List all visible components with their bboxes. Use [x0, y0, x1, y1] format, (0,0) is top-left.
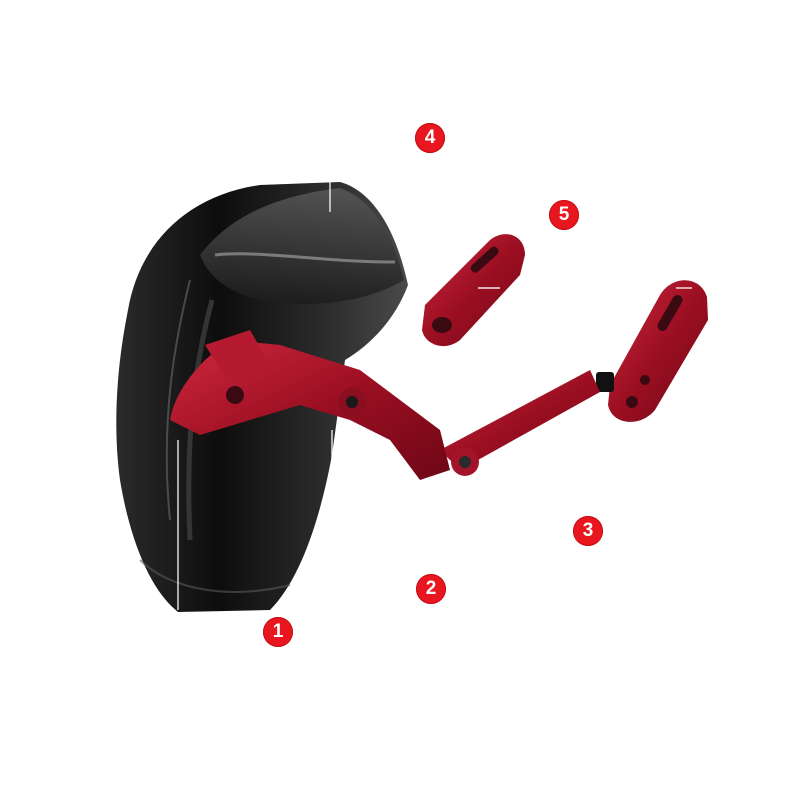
end-plate-part — [596, 280, 708, 422]
callout-4: 4 — [415, 123, 445, 153]
callout-1: 1 — [263, 617, 293, 647]
callout-5: 5 — [549, 200, 579, 230]
leader-lines — [177, 182, 692, 610]
callout-2: 2 — [416, 574, 446, 604]
callout-3: 3 — [573, 516, 603, 546]
spacer-plate-part — [422, 234, 525, 347]
swing-arm-part — [440, 370, 600, 476]
main-bracket-part — [170, 330, 450, 480]
